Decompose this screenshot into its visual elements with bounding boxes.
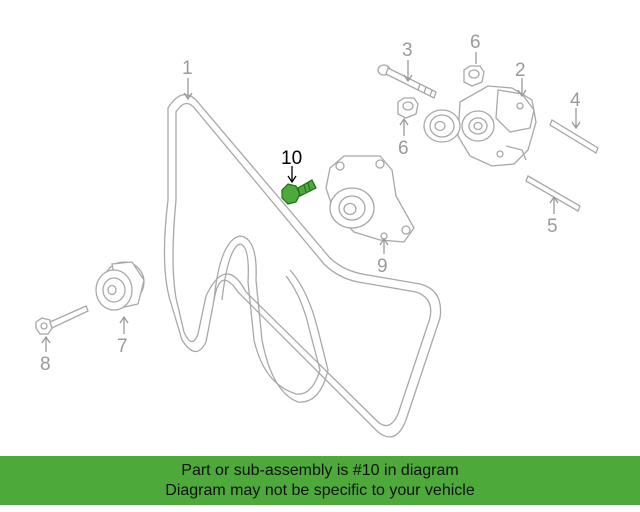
leader-7-arrow xyxy=(119,315,129,324)
serpentine-belt[interactable] xyxy=(163,93,442,438)
leader-9-arrow xyxy=(379,237,389,246)
leader-3-arrow xyxy=(403,74,413,83)
idler-pulley-7[interactable] xyxy=(95,261,145,311)
callout-5[interactable]: 5 xyxy=(547,216,558,237)
callout-6-top[interactable]: 6 xyxy=(470,32,481,53)
info-banner: Part or sub-assembly is #10 in diagram D… xyxy=(0,456,640,505)
callout-7[interactable]: 7 xyxy=(117,336,128,357)
idler-bolt-8[interactable] xyxy=(35,305,89,335)
callout-1[interactable]: 1 xyxy=(182,58,193,79)
highlighted-bolt-10[interactable] xyxy=(281,179,317,205)
callout-9[interactable]: 9 xyxy=(377,256,388,277)
parts-diagram: 1 3 6 6 xyxy=(35,32,599,438)
long-bolt-3[interactable] xyxy=(377,64,437,99)
leader-4-arrow xyxy=(571,121,581,130)
banner-line-1: Part or sub-assembly is #10 in diagram xyxy=(181,461,459,479)
belt-tensioner-2[interactable] xyxy=(423,85,537,167)
leader-2-arrow xyxy=(517,89,527,98)
banner-line-2: Diagram may not be specific to your vehi… xyxy=(165,481,475,499)
leader-10-arrow xyxy=(287,175,297,184)
callout-8[interactable]: 8 xyxy=(40,354,51,375)
leader-5-arrow xyxy=(549,195,559,204)
callout-2[interactable]: 2 xyxy=(515,60,526,81)
nut-6-top[interactable] xyxy=(463,65,485,87)
leader-6-mid-arrow xyxy=(399,117,409,126)
leader-8-arrow xyxy=(41,335,51,344)
pulley-bracket-9[interactable] xyxy=(325,155,415,243)
nut-6-mid[interactable] xyxy=(397,97,419,119)
stud-4[interactable] xyxy=(549,119,599,154)
callout-6-mid[interactable]: 6 xyxy=(398,138,409,159)
leader-1-arrow xyxy=(183,92,193,101)
callout-10[interactable]: 10 xyxy=(281,148,302,169)
callout-4[interactable]: 4 xyxy=(570,90,581,111)
callout-3[interactable]: 3 xyxy=(402,40,413,61)
stud-5[interactable] xyxy=(525,175,581,212)
